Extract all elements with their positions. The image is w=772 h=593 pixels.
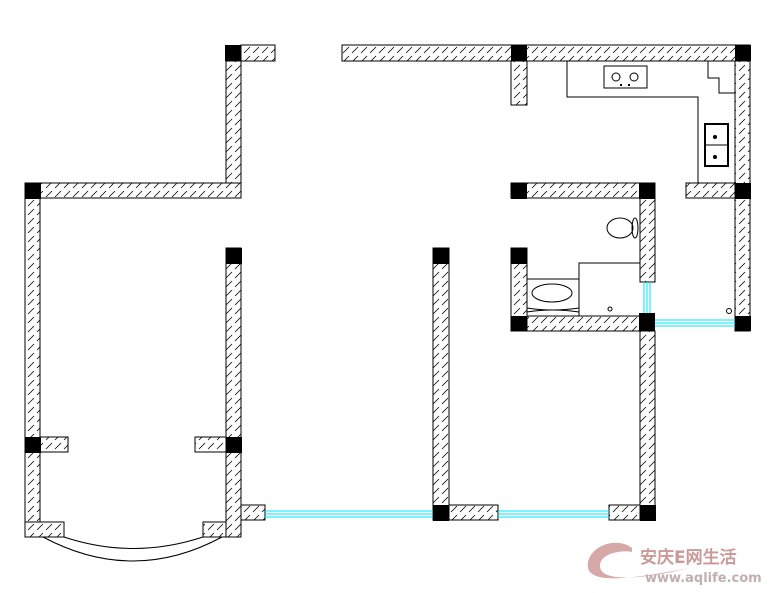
toilet-icon <box>606 217 639 239</box>
watermark: 安庆E网生活 www.aqlife.com <box>587 542 762 586</box>
sink-icon <box>704 123 729 167</box>
kitchen <box>566 61 735 183</box>
stove-icon <box>603 65 648 89</box>
walls <box>24 44 751 538</box>
bay-window <box>42 536 223 562</box>
columns <box>25 45 751 521</box>
floor-drain-icon <box>726 308 732 314</box>
watermark-url: www.aqlife.com <box>645 571 762 586</box>
bathtub-icon <box>526 278 580 317</box>
watermark-name: 安庆E网生活 <box>640 547 737 568</box>
floor-drain-icon <box>607 306 613 312</box>
watermark-logo-icon <box>587 542 690 579</box>
bathroom <box>526 217 732 317</box>
windows <box>265 282 735 518</box>
